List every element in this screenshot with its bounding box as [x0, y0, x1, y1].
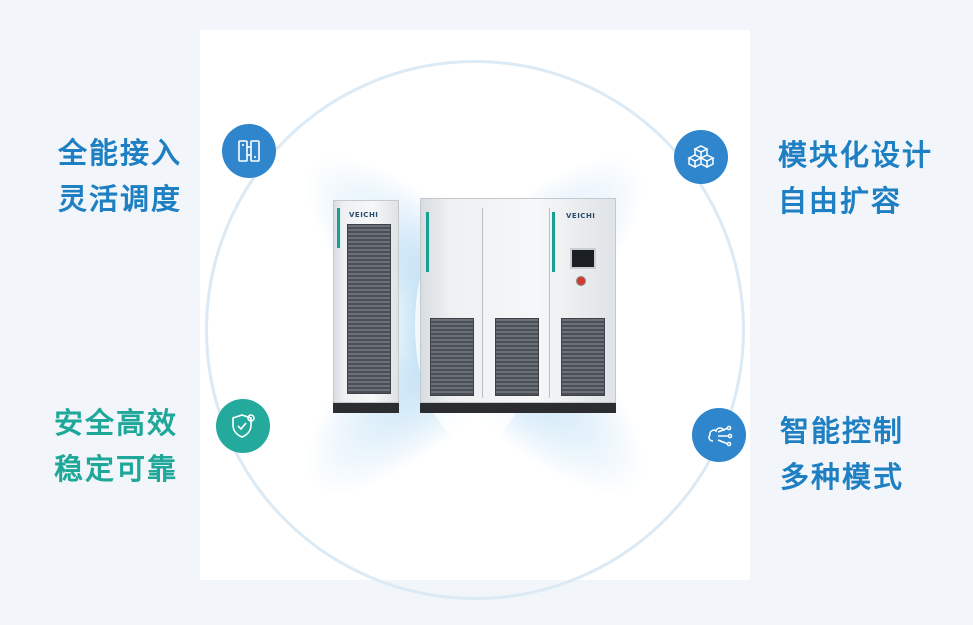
emergency-stop-button — [576, 276, 586, 286]
feature-subtitle: 自由扩容 — [778, 184, 903, 218]
switch-panel-icon — [222, 124, 276, 178]
feature-subtitle: 多种模式 — [780, 460, 905, 494]
vent-right-3 — [561, 318, 605, 396]
brand-label-right: VEICHI — [566, 212, 596, 220]
feature-title: 智能控制 — [780, 414, 905, 448]
cabinet-accent-right-1 — [426, 212, 429, 272]
feature-title: 模块化设计 — [778, 138, 934, 172]
feature-bottom-right: 智能控制 多种模式 — [780, 408, 904, 500]
control-screen — [570, 248, 596, 269]
feature-title: 全能接入 — [58, 136, 183, 170]
feature-top-left: 全能接入 灵活调度 — [58, 130, 182, 222]
cubes-icon — [674, 130, 728, 184]
shield-gear-icon — [216, 399, 270, 453]
brand-label-left: VEICHI — [349, 211, 379, 219]
cabinet-base-right — [420, 403, 616, 413]
cabinet-base-left — [333, 403, 399, 413]
vent-right-1 — [430, 318, 474, 396]
feature-title: 安全高效 — [54, 406, 179, 440]
feature-bottom-left: 安全高效 稳定可靠 — [54, 400, 178, 492]
feature-subtitle: 灵活调度 — [58, 182, 183, 216]
feature-top-right: 模块化设计 自由扩容 — [778, 132, 933, 224]
cloud-network-icon — [692, 408, 746, 462]
vent-right-2 — [495, 318, 539, 396]
door-divider-1 — [482, 208, 483, 398]
cabinet-accent-left — [337, 208, 340, 248]
cabinet-accent-right-2 — [552, 212, 555, 272]
vent-left — [347, 224, 391, 394]
decorative-ring — [205, 60, 745, 600]
feature-subtitle: 稳定可靠 — [54, 452, 179, 486]
door-divider-2 — [549, 208, 550, 398]
